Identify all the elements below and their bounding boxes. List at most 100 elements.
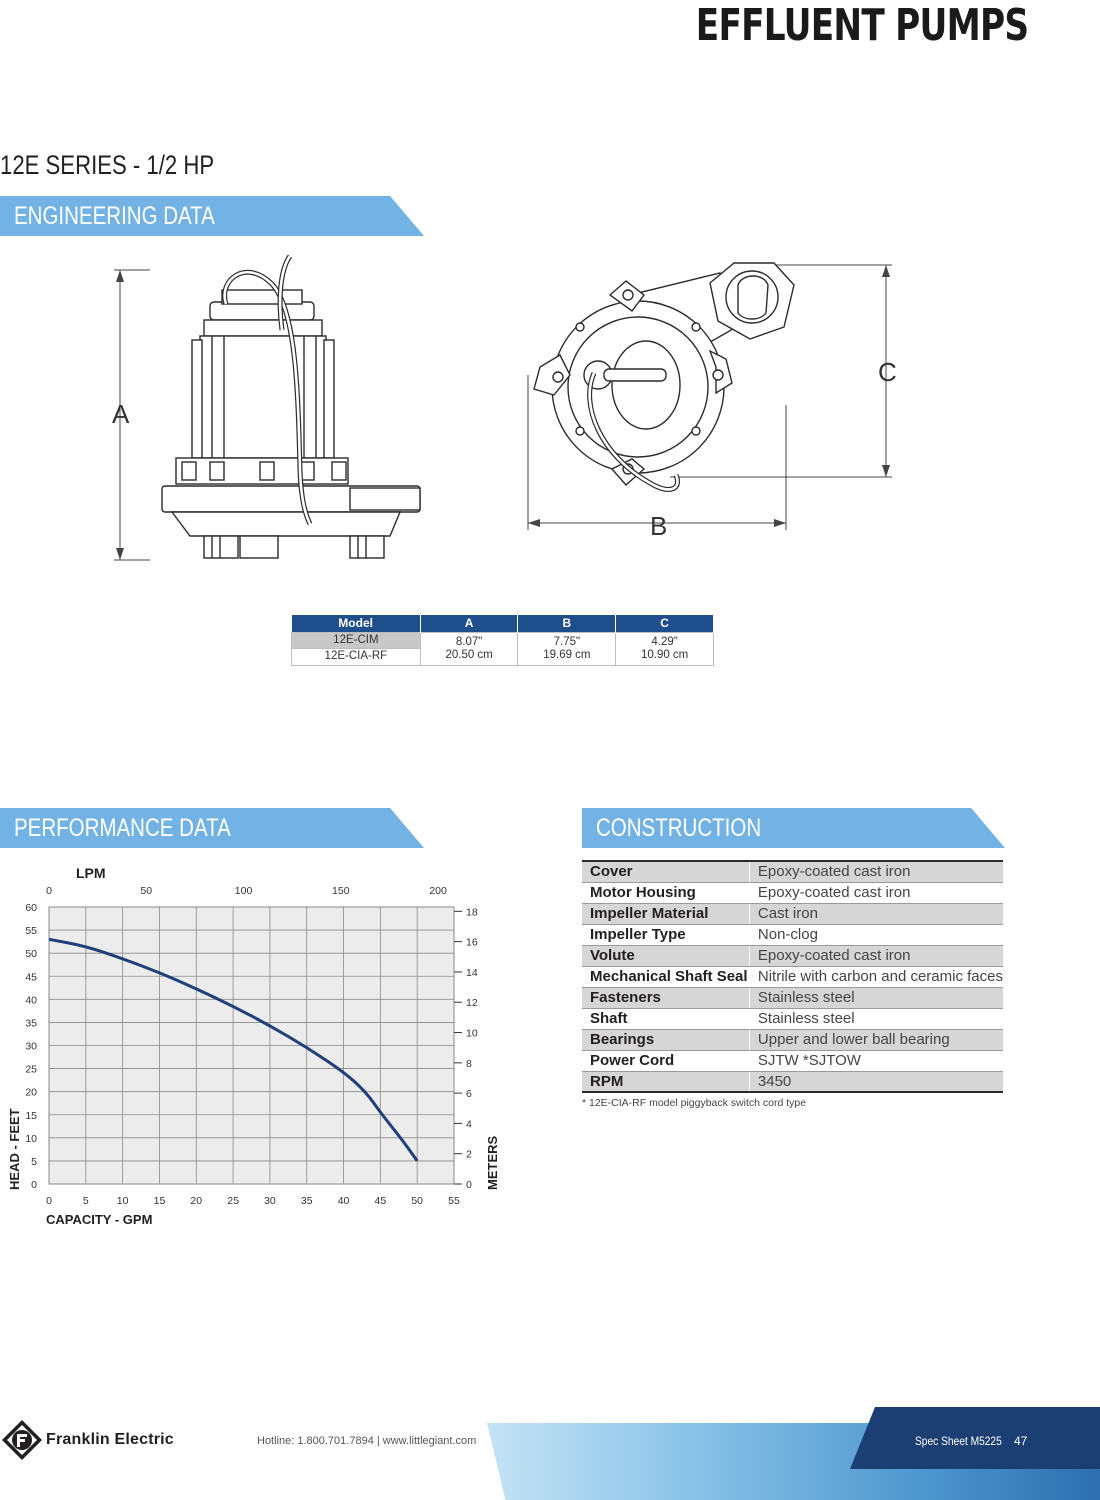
right-tick-label: 18 xyxy=(466,906,478,918)
x-tick-label: 15 xyxy=(154,1195,166,1207)
y-tick-label: 55 xyxy=(25,925,37,937)
y-tick-label: 40 xyxy=(25,994,37,1006)
x-tick-label: 50 xyxy=(411,1195,423,1207)
x-tick-label: 55 xyxy=(448,1195,460,1207)
y-tick-label: 10 xyxy=(25,1133,37,1145)
construction-value: Nitrile with carbon and ceramic faces xyxy=(749,966,1003,988)
x-axis-label: CAPACITY - GPM xyxy=(46,1212,152,1227)
x-tick-label: 25 xyxy=(227,1195,239,1207)
top-tick-label: 150 xyxy=(332,885,350,897)
construction-value: Stainless steel xyxy=(749,1008,1003,1030)
construction-label: Power Cord xyxy=(582,1050,750,1072)
model-12e-cia-rf: 12E-CIA-RF xyxy=(291,647,421,666)
b-centimeters: 19.69 cm xyxy=(543,648,591,661)
x-tick-label: 10 xyxy=(117,1195,129,1207)
x-tick-label: 5 xyxy=(83,1195,89,1207)
construction-value: SJTW *SJTOW xyxy=(749,1050,1003,1072)
c-inches: 4.29" xyxy=(651,635,678,648)
construction-value: Epoxy-coated cast iron xyxy=(749,861,1003,883)
top-tick-label: 200 xyxy=(429,885,447,897)
construction-label: Impeller Material xyxy=(582,903,750,925)
dimension-b-value: 7.75"19.69 cm xyxy=(517,631,617,666)
y-tick-label: 15 xyxy=(25,1110,37,1122)
footer-brand: Franklin Electric xyxy=(46,1431,174,1448)
header-c: C xyxy=(615,615,714,632)
header-a: A xyxy=(420,615,519,632)
y-tick-label: 60 xyxy=(25,902,37,914)
construction-banner: CONSTRUCTION xyxy=(582,808,1005,848)
y-tick-label: 5 xyxy=(31,1156,37,1168)
performance-curve xyxy=(48,937,419,1162)
y-tick-label: 25 xyxy=(25,1064,37,1076)
construction-label: Mechanical Shaft Seal xyxy=(582,966,750,988)
y-tick-label: 45 xyxy=(25,971,37,983)
construction-label: RPM xyxy=(582,1071,750,1093)
performance-data-title: PERFORMANCE DATA xyxy=(14,814,231,842)
x-tick-label: 20 xyxy=(190,1195,202,1207)
footer-contact: Hotline: 1.800.701.7894 | www.littlegian… xyxy=(257,1435,477,1447)
construction-value: Epoxy-coated cast iron xyxy=(749,882,1003,904)
x-tick-label: 35 xyxy=(301,1195,313,1207)
construction-label: Shaft xyxy=(582,1008,750,1030)
construction-label: Volute xyxy=(582,945,750,967)
right-axis-label: METERS xyxy=(485,1136,500,1191)
right-tick-label: 4 xyxy=(466,1118,472,1130)
construction-label: Cover xyxy=(582,861,750,883)
construction-label: Bearings xyxy=(582,1029,750,1051)
footer-dark-band xyxy=(850,1407,1100,1469)
x-tick-label: 40 xyxy=(338,1195,350,1207)
y-tick-label: 30 xyxy=(25,1041,37,1053)
footer-spec-sheet: Spec Sheet M5225 xyxy=(915,1434,1002,1448)
construction-title: CONSTRUCTION xyxy=(596,814,762,842)
construction-value: Epoxy-coated cast iron xyxy=(749,945,1003,967)
construction-value: Stainless steel xyxy=(749,987,1003,1009)
table-row: 12E-CIM 8.07"20.50 cm 7.75"19.69 cm 4.29… xyxy=(291,631,714,666)
header-model: Model xyxy=(291,615,421,632)
y-tick-label: 20 xyxy=(25,1087,37,1099)
dimension-a-value: 8.07"20.50 cm xyxy=(419,631,519,666)
c-centimeters: 10.90 cm xyxy=(640,648,689,661)
dimension-b-label: B xyxy=(650,511,667,541)
footer-page-number: 47 xyxy=(1014,1434,1028,1448)
construction-label: Motor Housing xyxy=(582,882,750,904)
top-tick-label: 50 xyxy=(140,885,152,897)
right-tick-label: 2 xyxy=(466,1149,472,1161)
right-tick-label: 6 xyxy=(466,1088,472,1100)
b-inches: 7.75" xyxy=(553,635,581,648)
pump-top-view-drawing: C B xyxy=(527,262,897,541)
a-inches: 8.07" xyxy=(455,635,483,648)
construction-value: 3450 xyxy=(749,1071,1003,1093)
y-tick-label: 0 xyxy=(31,1179,37,1191)
construction-value: Upper and lower ball bearing xyxy=(749,1029,1003,1051)
right-tick-label: 10 xyxy=(466,1028,478,1040)
construction-label: Fasteners xyxy=(582,987,750,1009)
model-12e-cim: 12E-CIM xyxy=(291,631,421,649)
right-tick-label: 16 xyxy=(466,937,478,949)
header-b: B xyxy=(517,615,617,632)
right-tick-label: 0 xyxy=(466,1179,472,1191)
y-tick-label: 50 xyxy=(25,948,37,960)
engineering-data-banner: ENGINEERING DATA xyxy=(0,196,424,236)
dimension-table-header: Model A B C xyxy=(291,615,714,632)
series-title: 12E SERIES - 1/2 HP xyxy=(0,150,215,180)
engineering-data-title: ENGINEERING DATA xyxy=(14,202,215,230)
top-tick-label: 0 xyxy=(46,885,52,897)
top-tick-label: 100 xyxy=(235,885,253,897)
dimension-c-value: 4.29"10.90 cm xyxy=(615,631,714,666)
construction-label: Impeller Type xyxy=(582,924,750,946)
y-axis-label: HEAD - FEET xyxy=(7,1108,22,1190)
page-heading: EFFLUENT PUMPS xyxy=(695,0,1029,51)
right-tick-label: 8 xyxy=(466,1058,472,1070)
